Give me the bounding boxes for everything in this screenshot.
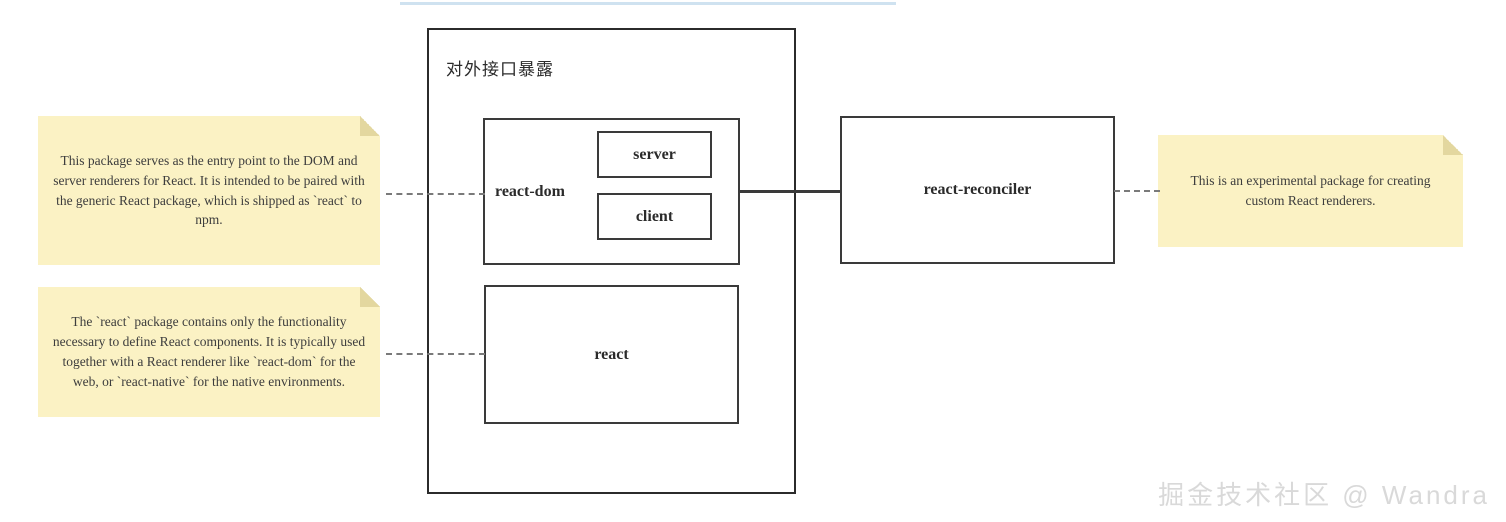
sticky-note-react-reconciler: This is an experimental package for crea… xyxy=(1158,135,1463,247)
page-fold-icon xyxy=(360,287,380,307)
sticky-note-react: The `react` package contains only the fu… xyxy=(38,287,380,417)
sticky-note-react-text: The `react` package contains only the fu… xyxy=(52,314,366,389)
node-react-reconciler: react-reconciler xyxy=(840,116,1115,264)
watermark: 掘金技术社区 @ Wandra xyxy=(1158,480,1490,510)
page-fold-icon xyxy=(360,116,380,136)
node-react: react xyxy=(484,285,739,424)
top-accent-rule xyxy=(400,2,896,5)
connector-react-reconciler-to-note xyxy=(1114,190,1160,192)
sticky-note-react-dom-text: This package serves as the entry point t… xyxy=(53,152,365,228)
connector-react-dom-to-react-reconciler xyxy=(739,190,841,193)
container-label: 对外接口暴露 xyxy=(446,60,554,79)
connector-note-to-react-dom xyxy=(386,193,485,195)
node-server: server xyxy=(597,131,712,178)
node-server-label: server xyxy=(633,145,676,163)
sticky-note-react-reconciler-text: This is an experimental package for crea… xyxy=(1190,173,1431,208)
sticky-note-react-dom: This package serves as the entry point t… xyxy=(38,116,380,265)
node-react-reconciler-label: react-reconciler xyxy=(923,181,1032,198)
node-client-label: client xyxy=(635,207,674,225)
connector-note-to-react xyxy=(386,353,485,355)
page-fold-icon xyxy=(1443,135,1463,155)
node-client: client xyxy=(597,193,712,240)
node-react-label: react xyxy=(594,345,629,363)
node-react-dom-label: react-dom xyxy=(495,182,565,200)
